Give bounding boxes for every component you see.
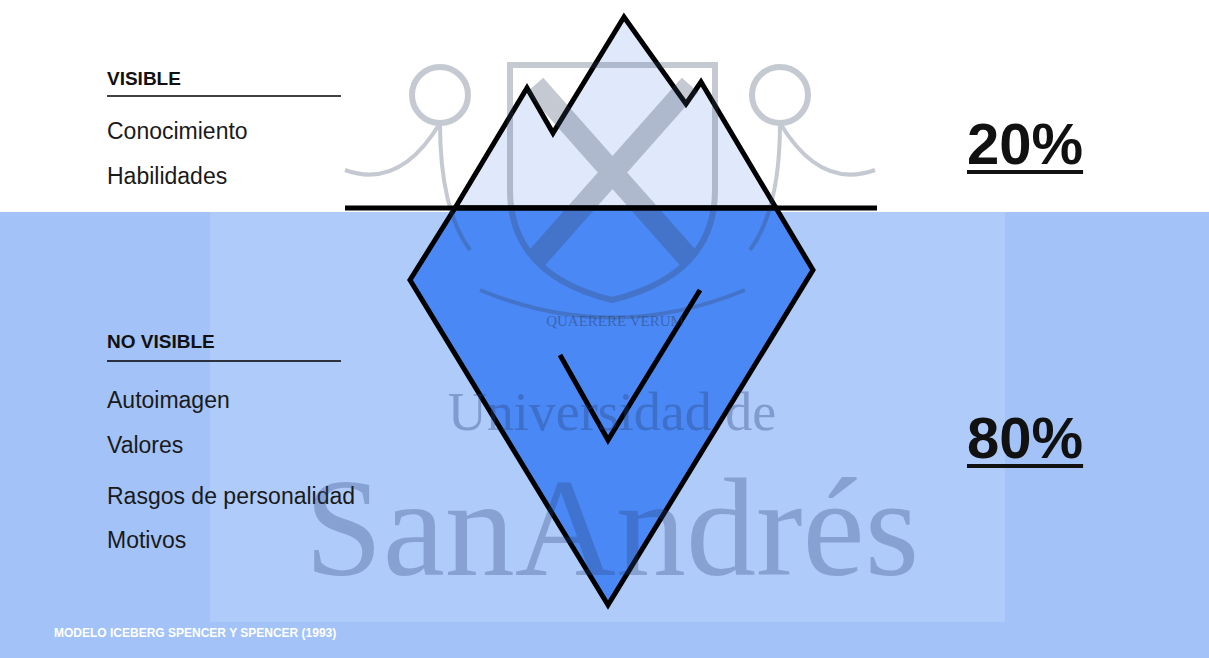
watermark-motto: QUAERERE VERUM bbox=[546, 313, 684, 330]
thistle-right bbox=[752, 67, 808, 123]
thistle-left-stem bbox=[345, 123, 470, 250]
thistle-left bbox=[412, 67, 468, 123]
source-caption: MODELO ICEBERG SPENCER Y SPENCER (1993) bbox=[54, 626, 336, 640]
competency-item: Habilidades bbox=[107, 163, 227, 191]
competency-item: Motivos bbox=[107, 527, 186, 555]
crest-watermark bbox=[345, 65, 875, 318]
heading-underline bbox=[107, 360, 341, 362]
waterline bbox=[345, 206, 877, 211]
section-heading: NO VISIBLE bbox=[107, 331, 215, 354]
competency-item: Conocimiento bbox=[107, 118, 248, 146]
watermark-text: Universidad de bbox=[448, 383, 776, 442]
heading-underline bbox=[107, 95, 341, 97]
percentage: 20% bbox=[967, 109, 1083, 179]
crest-shield bbox=[510, 65, 715, 300]
competency-item: Valores bbox=[107, 432, 183, 460]
crest-cross bbox=[535, 85, 690, 260]
watermark-text: SanAndrés bbox=[305, 458, 919, 598]
percentage: 80% bbox=[967, 403, 1083, 473]
section-heading: VISIBLE bbox=[107, 68, 181, 91]
thistle-right-stem bbox=[750, 123, 875, 250]
competency-item: Autoimagen bbox=[107, 387, 230, 415]
